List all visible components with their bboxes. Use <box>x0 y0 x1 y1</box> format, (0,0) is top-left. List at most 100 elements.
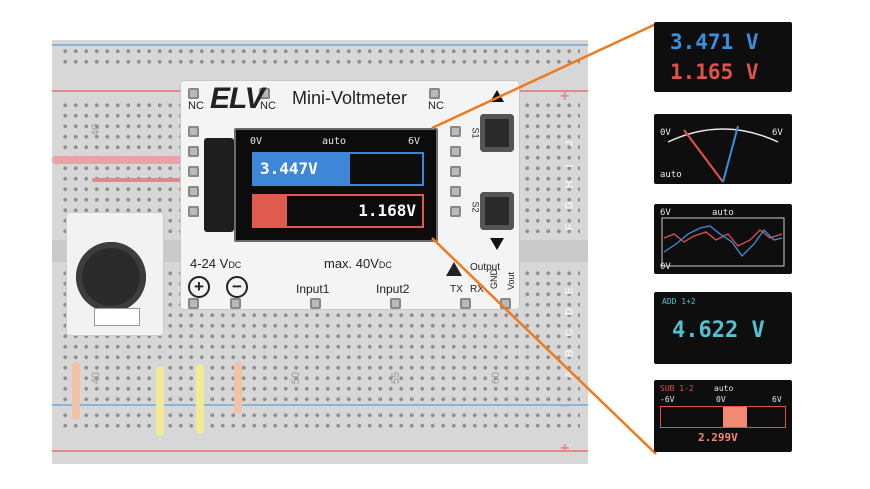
panel5-value: 2.299V <box>698 431 738 444</box>
pin <box>450 186 461 197</box>
panel1-line1: 3.471 V <box>670 30 759 54</box>
panel2-mode: auto <box>660 170 682 180</box>
display-connector <box>204 138 234 232</box>
rx-label: RX <box>470 284 484 295</box>
pin <box>188 298 199 309</box>
zoom-panel-sub: SUB 1-2 auto -6V 0V 6V 2.299V <box>654 380 792 452</box>
lcd-scale-max: 6V <box>408 136 421 147</box>
plus-terminal-icon: + <box>188 276 210 298</box>
pin <box>188 126 199 137</box>
orange-wire-lead-2 <box>234 362 242 414</box>
panel5-bar <box>723 407 747 427</box>
max-voltage: max. 40V <box>324 256 379 271</box>
module-title: Mini-Voltmeter <box>292 88 408 108</box>
input2-label: Input2 <box>376 282 410 296</box>
rail-line-blue-top <box>52 44 588 46</box>
pin <box>188 88 199 99</box>
pin <box>450 126 461 137</box>
yellow-wire-lead-2 <box>196 364 204 434</box>
button-s1[interactable] <box>480 114 514 152</box>
panel5-mode: auto <box>714 384 734 393</box>
pin <box>259 88 270 99</box>
output-label: Output <box>470 262 501 273</box>
pin <box>450 206 461 217</box>
bottom-power-rail <box>60 410 580 434</box>
minus-terminal-icon: − <box>226 276 248 298</box>
right-pin-header <box>450 126 464 226</box>
lcd-scale-min: 0V <box>250 136 263 147</box>
orange-wire-lead <box>72 362 80 420</box>
zoom-panel-add: ADD 1+2 4.622 V <box>654 292 792 364</box>
pin <box>450 166 461 177</box>
pin <box>500 298 511 309</box>
meter-needle-blue <box>722 125 739 183</box>
top-power-rail <box>60 46 580 68</box>
supply-dc: DC <box>228 260 242 270</box>
warning-icon <box>446 262 462 276</box>
pin <box>230 298 241 309</box>
rail-plus-bottom: + <box>560 440 570 457</box>
left-pin-header <box>188 126 202 226</box>
lcd-channel1-frame: 3.447V <box>252 152 424 186</box>
potentiometer-board <box>66 212 164 336</box>
panel4-label: ADD 1+2 <box>662 297 696 306</box>
thin-red-wire <box>92 178 182 182</box>
panel2-scale-min: 0V <box>660 128 671 138</box>
panel3-trend-graphic <box>661 217 785 267</box>
panel3-bottom-left: 0V <box>660 262 671 272</box>
graph-frame <box>661 217 785 267</box>
input1-label: Input1 <box>296 282 330 296</box>
panel2-meter-graphic <box>667 125 779 183</box>
rail-line-blue-bottom <box>52 404 588 406</box>
tx-label: TX <box>450 284 463 295</box>
panel5-scale-min: -6V <box>660 395 675 404</box>
potentiometer-label-box <box>94 308 140 326</box>
yellow-wire-lead-1 <box>156 366 164 436</box>
panel5-bar-frame <box>660 406 786 428</box>
supply-voltage: 4-24 V <box>190 256 229 271</box>
zoom-panel-analog-meter: 0V 6V auto <box>654 114 792 184</box>
panel4-value: 4.622 V <box>672 318 765 343</box>
pin <box>310 298 321 309</box>
arrow-down-icon <box>490 238 504 250</box>
zoom-panel-graph: 6V auto 0V <box>654 204 792 274</box>
nc-label-middle: NC <box>260 100 276 112</box>
rail-plus-top: + <box>560 88 570 105</box>
lcd-mode: auto <box>322 136 347 147</box>
lcd-channel1-bar <box>254 154 350 184</box>
callout-line-bottom <box>431 237 657 455</box>
meter-needle-red <box>683 129 724 183</box>
graph-trace-red <box>663 229 783 247</box>
pin <box>188 186 199 197</box>
lcd-channel2-value: 1.168V <box>358 201 416 220</box>
lcd-channel1-value: 3.447V <box>260 159 318 178</box>
pin <box>390 298 401 309</box>
panel2-scale-max: 6V <box>772 128 783 138</box>
pin <box>450 146 461 157</box>
pin <box>460 298 471 309</box>
graph-trace-blue <box>663 225 783 258</box>
potentiometer-knob[interactable] <box>76 242 146 312</box>
elv-logo: ELV <box>210 82 265 115</box>
lcd-channel2-frame: 1.168V <box>252 194 424 228</box>
max-label: max. 40VDC <box>324 256 392 271</box>
panel5-label: SUB 1-2 <box>660 384 694 393</box>
lcd-screen: 0V auto 6V 3.447V 1.168V <box>234 128 438 242</box>
red-wire <box>52 156 184 164</box>
zoom-panel-dual-voltage: 3.471 V 1.165 V <box>654 22 792 92</box>
button-s2[interactable] <box>480 192 514 230</box>
meter-arc <box>667 128 779 143</box>
nc-label-left: NC <box>188 100 204 112</box>
supply-label: 4-24 VDC <box>190 256 241 271</box>
panel1-line2: 1.165 V <box>670 60 759 84</box>
nc-label-right: NC <box>428 100 444 112</box>
panel3-mode: auto <box>712 208 734 218</box>
rail-minus-bottom: − <box>560 398 570 415</box>
pin <box>188 166 199 177</box>
panel5-scale-max: 6V <box>772 395 782 404</box>
panel5-scale-mid: 0V <box>716 395 726 404</box>
rail-line-red-bottom <box>52 450 588 452</box>
max-dc: DC <box>378 260 392 270</box>
pin <box>188 206 199 217</box>
